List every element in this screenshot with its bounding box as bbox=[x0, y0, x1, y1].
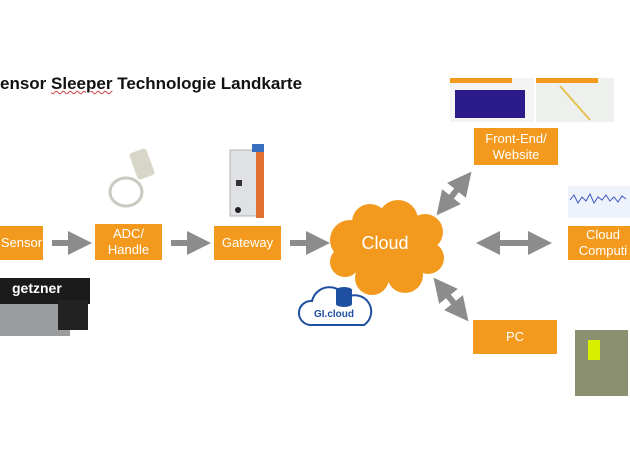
field-worker-photo bbox=[575, 330, 628, 396]
getzner-sensor-image bbox=[0, 278, 90, 336]
gi-cloud-logo-text: GI.cloud bbox=[314, 309, 354, 320]
node-sensor: Sensor bbox=[0, 226, 43, 260]
node-cloud: Cloud bbox=[361, 233, 409, 253]
cloud-shape bbox=[330, 200, 444, 295]
page-title: ensor Sleeper Technologie Landkarte bbox=[0, 74, 303, 93]
getzner-logo-text: getzner bbox=[12, 280, 62, 296]
node-adc-handle: ADC/Handle bbox=[95, 224, 162, 260]
arrow-cloud-pc bbox=[433, 277, 469, 322]
cloud-computing-chart-image bbox=[568, 186, 630, 218]
node-gateway: Gateway bbox=[214, 226, 281, 260]
node-frontend-website: Front-End/Website bbox=[474, 128, 558, 165]
gi-cloud-logo bbox=[298, 286, 373, 326]
gateway-device-image bbox=[229, 144, 264, 218]
adc-device-image bbox=[108, 148, 155, 208]
node-pc: PC bbox=[473, 320, 557, 354]
frontend-screenshots bbox=[450, 78, 614, 122]
arrow-cloud-frontend bbox=[436, 171, 472, 216]
